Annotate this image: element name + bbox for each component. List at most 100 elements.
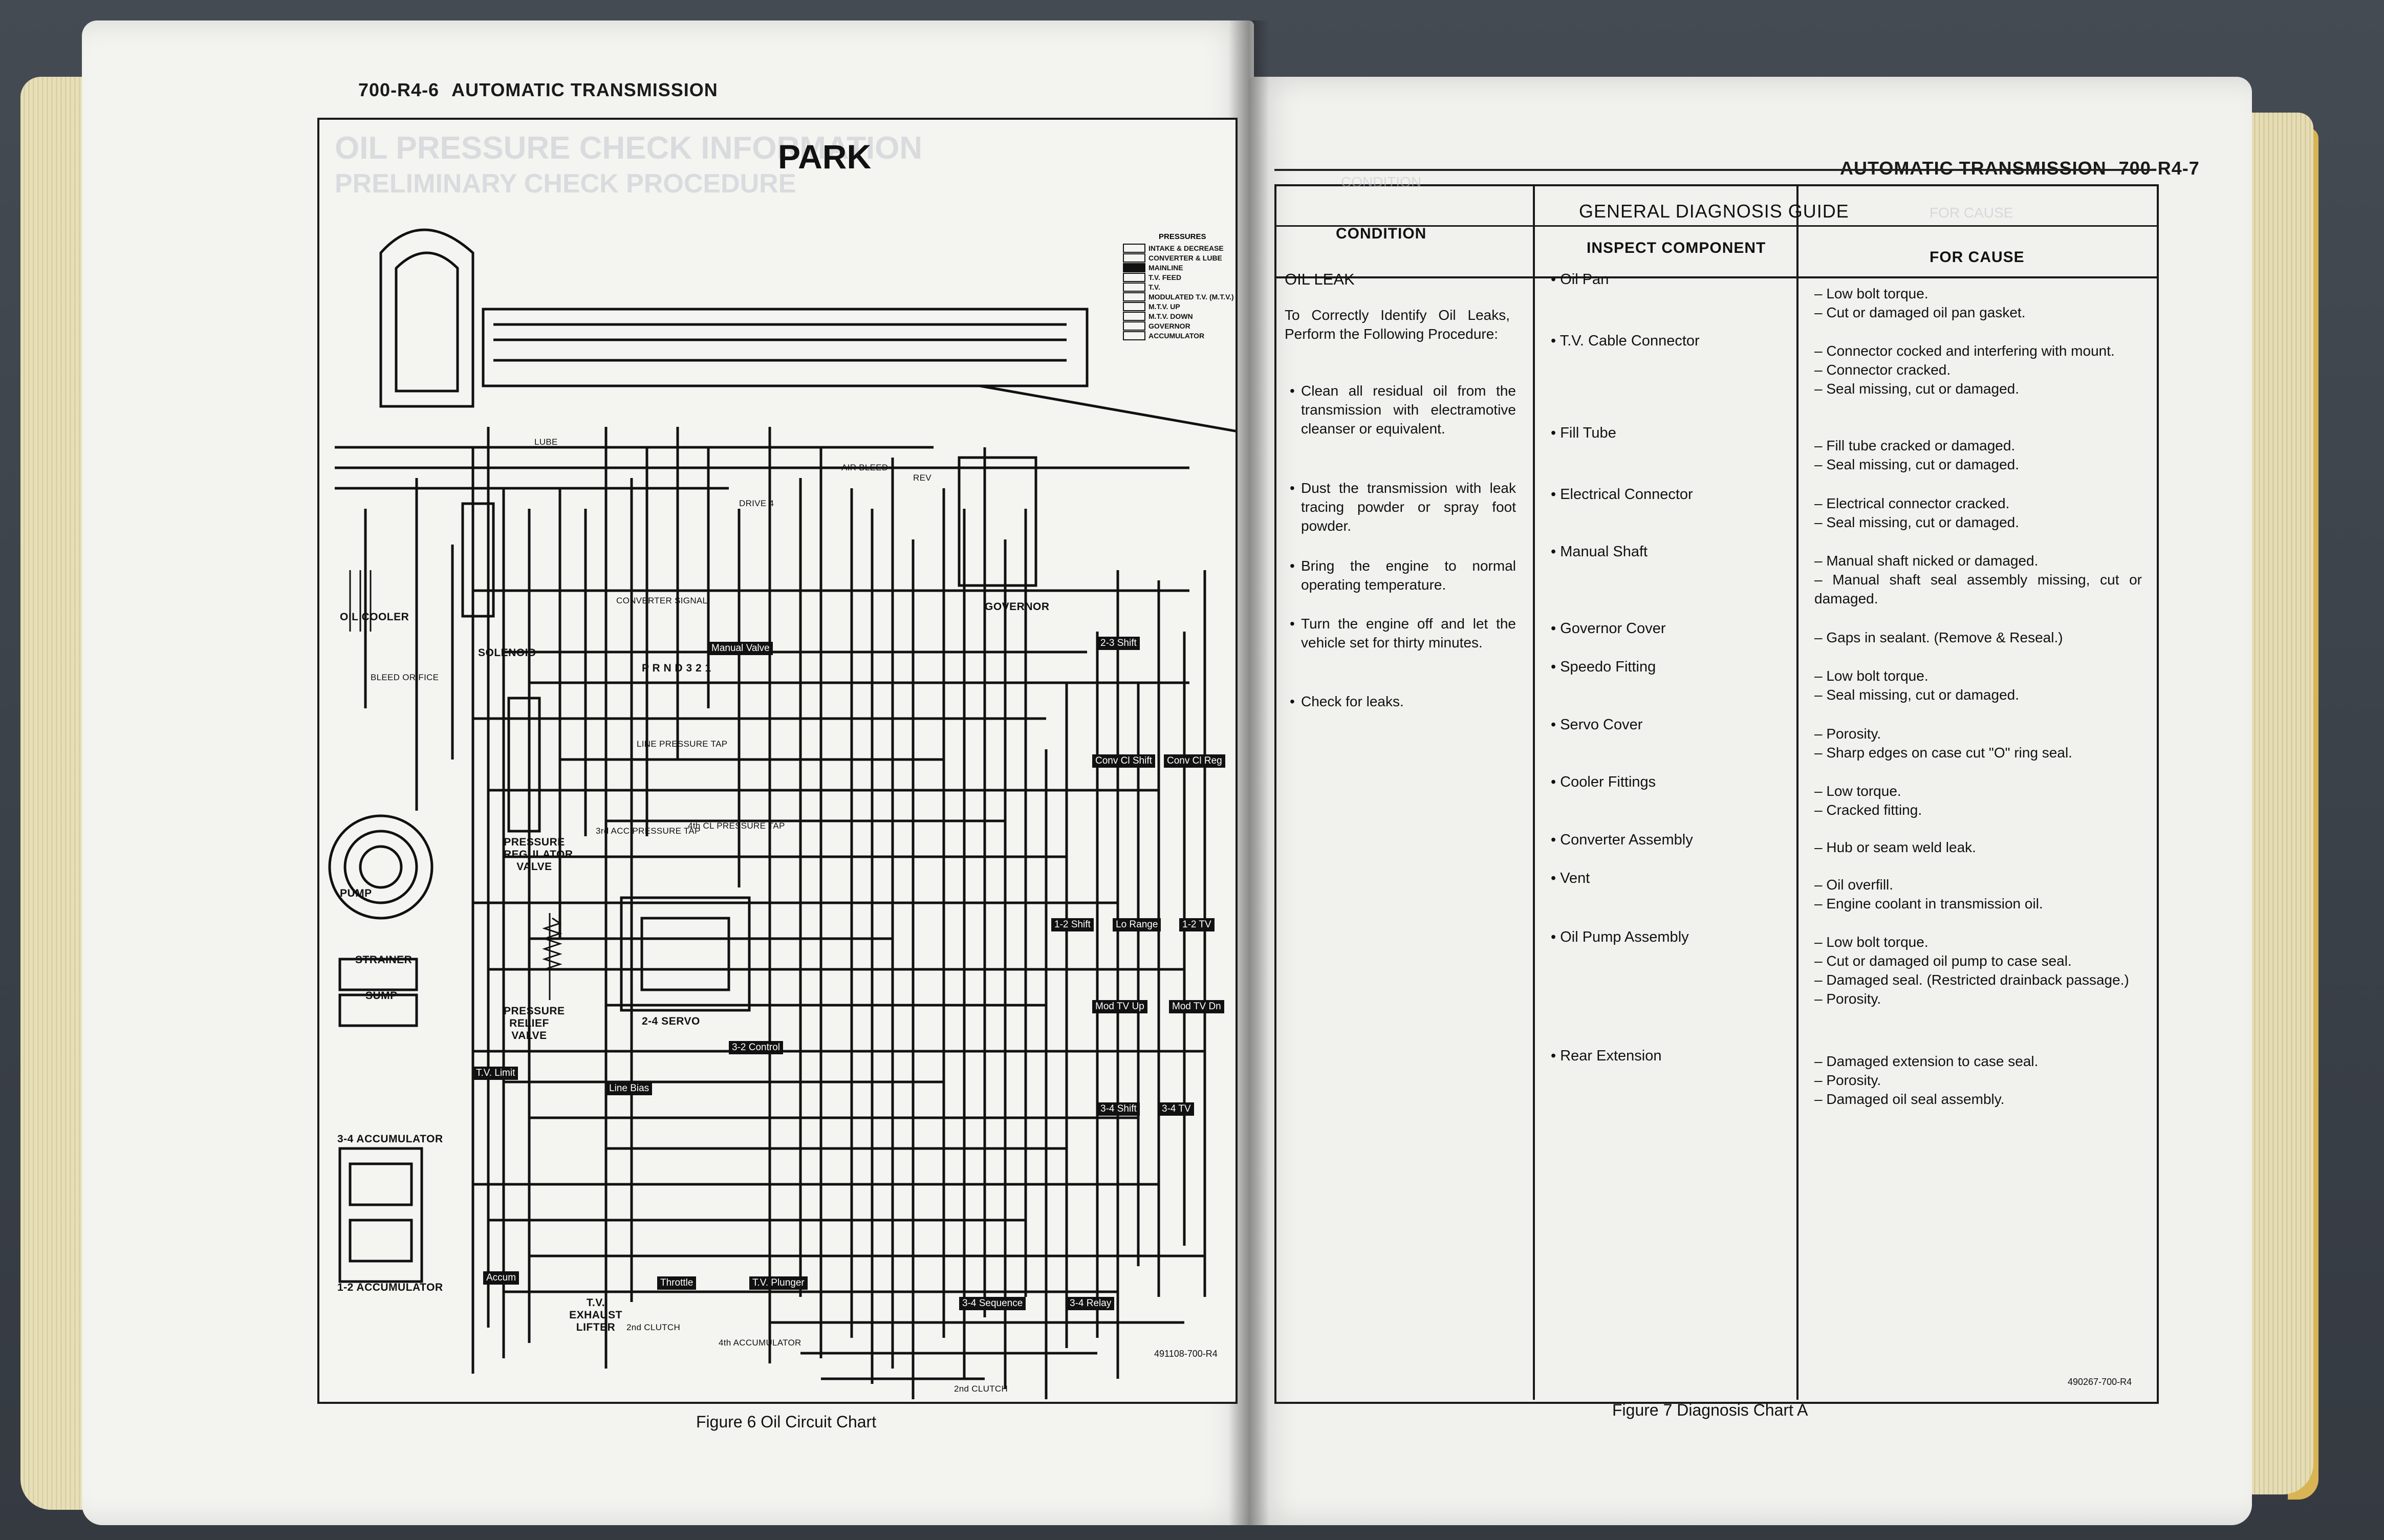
component-item: • Oil Pan xyxy=(1551,271,1609,288)
legend-item: ACCUMULATOR xyxy=(1123,331,1234,340)
valve-12-tv: 1-2 TV xyxy=(1179,918,1215,931)
bleed-through-text: FOR CAUSE xyxy=(1930,205,2013,221)
label-servo: 2-4 SERVO xyxy=(642,1015,700,1027)
valve-34-sequence: 3-4 Sequence xyxy=(959,1297,1026,1310)
cause-item: – Low bolt torque. xyxy=(1814,286,1928,301)
cause-item: – Damaged extension to case seal. xyxy=(1814,1053,2039,1069)
component-item: • Vent xyxy=(1551,870,1590,886)
label-drive4: DRIVE 4 xyxy=(739,498,774,508)
cause-item: – Connector cocked and interfering with … xyxy=(1814,343,2115,359)
condition-step: •Bring the engine to normal operating te… xyxy=(1290,558,1516,593)
valve-34-relay: 3-4 Relay xyxy=(1067,1297,1115,1310)
valve-lo-range: Lo Range xyxy=(1113,918,1161,931)
label-tv-exhaust-lifter: T.V. EXHAUST LIFTER xyxy=(569,1297,622,1333)
left-page-number: 700-R4-6 xyxy=(358,79,440,100)
valve-32-control: 3-2 Control xyxy=(729,1041,783,1054)
legend-item: M.T.V. DOWN xyxy=(1123,311,1234,321)
legend-item: M.T.V. UP xyxy=(1123,301,1234,311)
valve-mod-tv-dn: Mod TV Dn xyxy=(1169,1000,1224,1013)
cause-item: – Cut or damaged oil pump to case seal. xyxy=(1814,953,2072,969)
label-pump: PUMP xyxy=(340,887,372,899)
right-figure-caption: Figure 7 Diagnosis Chart A xyxy=(1612,1401,1808,1419)
valve-manual: Manual Valve xyxy=(708,642,773,655)
cause-item: – Porosity. xyxy=(1814,1072,1881,1088)
right-figure-code: 490267-700-R4 xyxy=(2068,1377,2132,1387)
cause-item: – Hub or seam weld leak. xyxy=(1814,839,1976,855)
condition-step: •Check for leaks. xyxy=(1290,693,1404,709)
right-page-number: 700-R4-7 xyxy=(2118,158,2200,179)
valve-23-shift: 2-3 Shift xyxy=(1097,637,1140,650)
header-rule xyxy=(1274,169,2155,171)
valve-34-shift: 3-4 Shift xyxy=(1097,1102,1140,1116)
cause-item: – Cracked fitting. xyxy=(1814,802,1922,818)
cause-group: – Damaged extension to case seal. – Poro… xyxy=(1814,1052,2142,1109)
legend-item: INTAKE & DECREASE xyxy=(1123,243,1234,253)
cause-group: – Low torque. – Cracked fitting. xyxy=(1814,782,2142,819)
table-divider xyxy=(1533,184,1535,1400)
component-item: • Converter Assembly xyxy=(1551,832,1693,848)
cause-item: – Low bolt torque. xyxy=(1814,934,1928,950)
valve-34-tv: 3-4 TV xyxy=(1159,1102,1194,1116)
cause-item: – Seal missing, cut or damaged. xyxy=(1814,457,2019,472)
valve-conv-cl-shift: Conv Cl Shift xyxy=(1092,754,1155,768)
diagram-title-park: PARK xyxy=(778,138,872,176)
label-2nd-clutch: 2nd CLUTCH xyxy=(626,1322,681,1332)
component-item: • Fill Tube xyxy=(1551,425,1616,441)
left-figure-code: 491108-700-R4 xyxy=(1154,1349,1218,1359)
component-item: • Governor Cover xyxy=(1551,620,1666,637)
label-12-accumulator: 1-2 ACCUMULATOR xyxy=(337,1282,443,1293)
component-item: • Servo Cover xyxy=(1551,717,1643,733)
table-divider xyxy=(1796,184,1798,1400)
label-4th-cl-tap: 4th CL PRESSURE TAP xyxy=(688,821,785,831)
legend-title: PRESSURES xyxy=(1159,232,1206,241)
component-item: • Speedo Fitting xyxy=(1551,659,1656,675)
legend-item: T.V. FEED xyxy=(1123,272,1234,282)
cause-item: – Seal missing, cut or damaged. xyxy=(1814,687,2019,703)
cause-item: – Seal missing, cut or damaged. xyxy=(1814,381,2019,397)
label-4th-accumulator: 4th ACCUMULATOR xyxy=(719,1338,801,1348)
label-bleed-orifice: BLEED ORIFICE xyxy=(371,673,439,682)
valve-tv-plunger: T.V. Plunger xyxy=(749,1276,808,1290)
label-line-pressure-tap: LINE PRESSURE TAP xyxy=(637,739,728,749)
label-34-accumulator: 3-4 ACCUMULATOR xyxy=(337,1133,443,1145)
cause-item: – Low torque. xyxy=(1814,783,1901,799)
cause-item: – Seal missing, cut or damaged. xyxy=(1814,514,2019,530)
cause-group: – Connector cocked and interfering with … xyxy=(1814,341,2142,398)
label-solenoid: SOLENOID xyxy=(478,647,536,659)
label-oil-cooler: OIL COOLER xyxy=(340,611,409,623)
bleed-through-title: OIL PRESSURE CHECK INFORMATION xyxy=(335,131,923,166)
circuit-lines xyxy=(328,228,1236,1399)
cause-group: – Fill tube cracked or damaged. – Seal m… xyxy=(1814,436,2142,474)
cause-item: – Electrical connector cracked. xyxy=(1814,495,2010,511)
cause-group: – Oil overfill. – Engine coolant in tran… xyxy=(1814,875,2142,913)
table-title: GENERAL DIAGNOSIS GUIDE xyxy=(1579,201,1849,222)
legend-item: CONVERTER & LUBE xyxy=(1123,253,1234,263)
label-air-bleed: AIR BLEED xyxy=(841,463,888,472)
cause-item: – Sharp edges on case cut "O" ring seal. xyxy=(1814,745,2072,761)
book-page-edges-right xyxy=(2242,113,2313,1494)
cause-item: – Low bolt torque. xyxy=(1814,668,1928,684)
cause-group: – Gaps in sealant. (Remove & Reseal.) xyxy=(1814,628,2142,647)
book-page-edges-left xyxy=(20,77,92,1510)
diagnosis-table xyxy=(1274,184,2159,1404)
cause-item: – Manual shaft seal assembly missing, cu… xyxy=(1814,572,2142,606)
label-pressure-relief: PRESSURE RELIEF VALVE xyxy=(504,1005,565,1042)
cause-item: – Manual shaft nicked or damaged. xyxy=(1814,553,2039,569)
valve-conv-cl-reg: Conv Cl Reg xyxy=(1164,754,1225,768)
label-strainer: STRAINER xyxy=(355,954,413,966)
component-item: • Electrical Connector xyxy=(1551,486,1693,503)
valve-line-bias: Line Bias xyxy=(606,1082,653,1095)
cause-item: – Damaged oil seal assembly. xyxy=(1814,1091,2005,1107)
cause-item: – Porosity. xyxy=(1814,726,1881,742)
col-condition: CONDITION xyxy=(1336,225,1427,242)
oil-circuit-diagram: OIL PRESSURE CHECK INFORMATION PRELIMINA… xyxy=(317,118,1238,1404)
condition-intro: To Correctly Identify Oil Leaks, Perform… xyxy=(1285,307,1510,342)
cause-group: – Hub or seam weld leak. xyxy=(1814,838,2142,857)
cause-group: – Low bolt torque. – Cut or damaged oil … xyxy=(1814,284,2142,322)
component-item: • Rear Extension xyxy=(1551,1048,1662,1064)
label-pressure-regulator: PRESSURE REGULATOR VALVE xyxy=(504,836,573,873)
table-header-rule xyxy=(1274,276,2157,278)
component-item: • Oil Pump Assembly xyxy=(1551,929,1689,945)
